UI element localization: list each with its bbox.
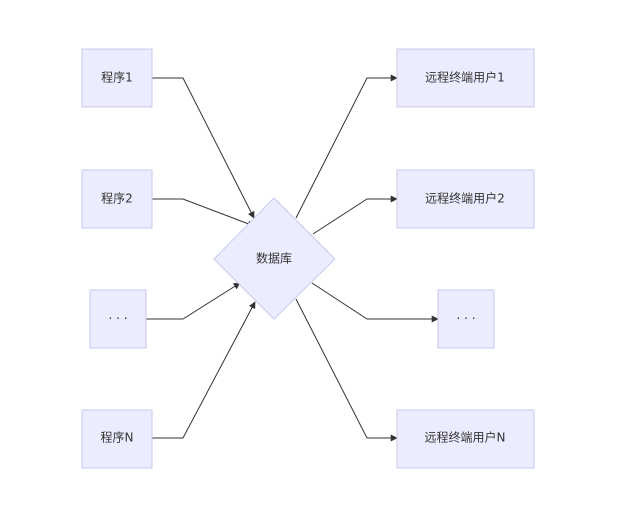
source-node-2[interactable]: 程序2 [81, 169, 153, 229]
target-node-label: 远程终端用户2 [425, 191, 505, 206]
source-node-label: · · · [108, 312, 127, 326]
target-node-label: 远程终端用户1 [425, 70, 505, 85]
edge-source-2-to-database [152, 198, 255, 228]
edge-source-3-to-database [146, 282, 241, 320]
source-node-1[interactable]: 程序1 [81, 48, 153, 108]
source-node-label: 程序N [101, 430, 134, 445]
edge-source-4-to-database [152, 301, 256, 439]
database-node-label: 数据库 [256, 251, 292, 266]
edge-database-to-target-2 [312, 195, 398, 235]
edge-source-1-to-database [152, 77, 255, 219]
target-node-label: 远程终端用户N [425, 430, 506, 445]
source-node-4[interactable]: 程序N [81, 409, 153, 469]
edges-out [295, 74, 439, 442]
target-node-3[interactable]: · · · [437, 289, 495, 349]
source-node-label: 程序2 [101, 191, 133, 206]
target-node-label: · · · [456, 312, 475, 326]
target-node-2[interactable]: 远程终端用户2 [396, 169, 535, 229]
source-node-label: 程序1 [101, 70, 133, 85]
edge-database-to-target-1 [295, 74, 398, 219]
edge-database-to-target-3 [311, 282, 439, 323]
edges-in [146, 77, 256, 439]
database-node[interactable]: 数据库 [213, 197, 336, 320]
edge-database-to-target-4 [295, 298, 398, 442]
target-node-1[interactable]: 远程终端用户1 [396, 48, 535, 108]
source-node-3[interactable]: · · · [89, 289, 147, 349]
target-node-4[interactable]: 远程终端用户N [396, 409, 535, 469]
